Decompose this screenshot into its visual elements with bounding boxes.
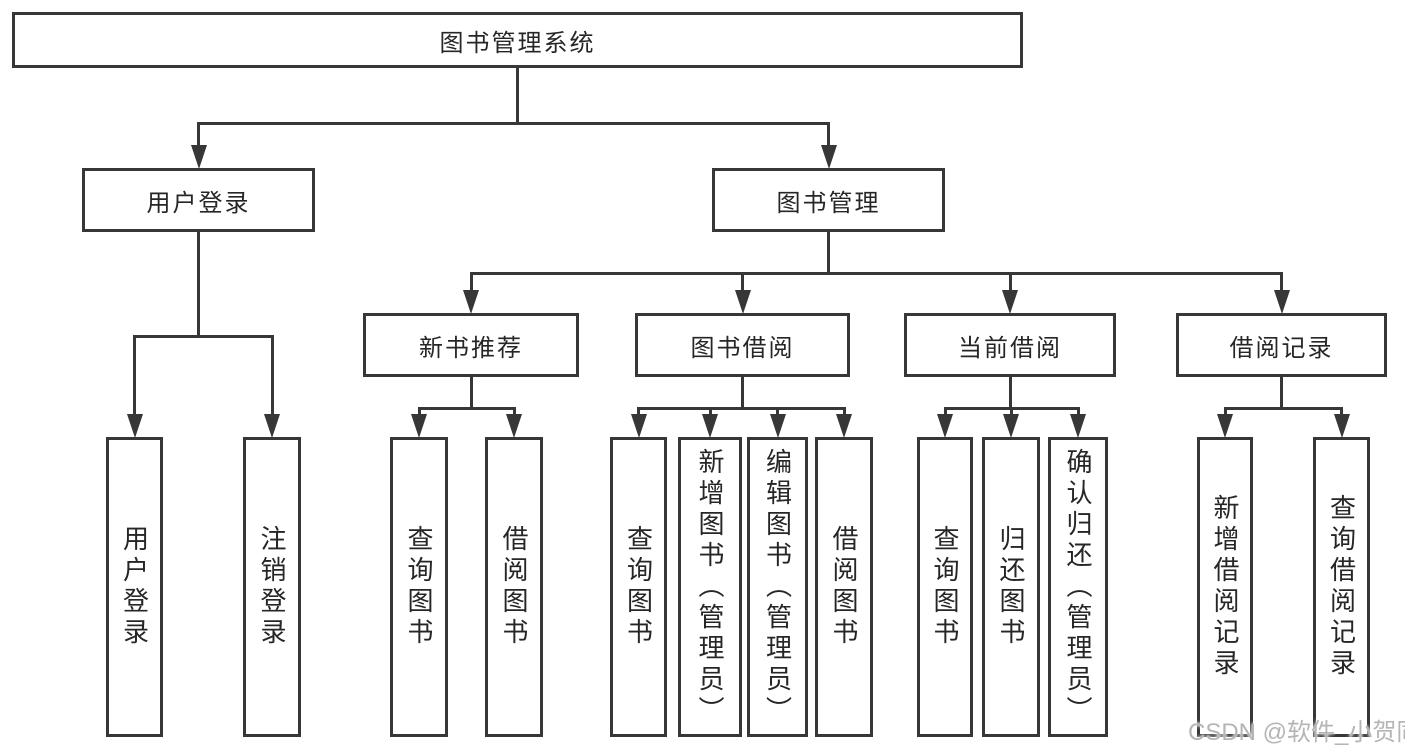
edge-rail xyxy=(133,335,274,338)
arrowhead-icon xyxy=(126,414,143,438)
edge-branch xyxy=(197,122,200,148)
node-leaf-cb-confirm: 确认归还（管理员） xyxy=(1048,437,1108,737)
node-label: 借阅记录 xyxy=(1229,334,1334,362)
edge-stem xyxy=(827,232,830,275)
arrowhead-icon xyxy=(1217,414,1233,438)
edge-stem xyxy=(1008,377,1012,410)
arrowhead-icon xyxy=(836,414,852,438)
arrowhead-icon xyxy=(820,145,837,169)
edge-branch xyxy=(741,272,744,293)
arrowhead-icon xyxy=(411,414,427,438)
node-label: 注销登录 xyxy=(257,525,287,649)
node-new-book-rec: 新书推荐 xyxy=(363,313,579,377)
arrowhead-icon xyxy=(1273,290,1290,314)
edge-stem xyxy=(741,377,744,410)
node-label: 新增图书（管理员） xyxy=(695,447,725,727)
edge-rail xyxy=(197,122,830,125)
arrowhead-icon xyxy=(702,414,718,438)
edge-branch xyxy=(1223,407,1227,417)
node-book-borrow: 图书借阅 xyxy=(635,313,850,377)
node-label: 借阅图书 xyxy=(829,525,859,649)
edge-stem xyxy=(1280,377,1283,410)
node-leaf-logout: 注销登录 xyxy=(243,437,301,737)
node-label: 新书推荐 xyxy=(419,334,523,362)
node-leaf-bb-query: 查询图书 xyxy=(610,437,667,737)
edge-branch xyxy=(637,407,640,417)
node-current-borrow: 当前借阅 xyxy=(904,313,1116,377)
arrowhead-icon xyxy=(630,414,647,438)
node-label: 用户登录 xyxy=(146,189,251,217)
edge-stem xyxy=(469,377,473,410)
node-leaf-user-login: 用户登录 xyxy=(106,437,163,737)
arrowhead-icon xyxy=(1002,290,1018,314)
edge-branch xyxy=(133,335,136,417)
edge-branch xyxy=(827,122,830,148)
edge-branch xyxy=(708,407,712,417)
node-user-login: 用户登录 xyxy=(82,168,315,232)
edge-branch xyxy=(1280,272,1283,293)
node-leaf-cb-return: 归还图书 xyxy=(982,437,1040,737)
edge-branch xyxy=(417,407,421,417)
arrowhead-icon xyxy=(463,290,479,314)
node-label: 新增借阅记录 xyxy=(1210,494,1240,680)
edge-branch xyxy=(1076,407,1080,417)
node-label: 图书借阅 xyxy=(690,334,795,362)
node-leaf-bb-edit: 编辑图书（管理员） xyxy=(747,437,808,737)
node-leaf-br-query: 查询借阅记录 xyxy=(1313,437,1370,737)
arrowhead-icon xyxy=(264,414,280,438)
node-label: 查询图书 xyxy=(404,525,434,649)
node-leaf-bb-add: 新增图书（管理员） xyxy=(678,437,742,737)
edge-branch xyxy=(1009,407,1013,417)
node-leaf-rec-borrow: 借阅图书 xyxy=(485,437,543,737)
node-label: 查询图书 xyxy=(623,525,654,649)
edge-rail xyxy=(417,407,516,410)
arrowhead-icon xyxy=(1070,414,1086,438)
edge-rail xyxy=(469,272,1283,275)
node-root: 图书管理系统 xyxy=(12,12,1023,68)
node-label: 当前借阅 xyxy=(958,334,1062,362)
node-label: 归还图书 xyxy=(996,525,1026,649)
edge-branch xyxy=(1008,272,1012,293)
node-leaf-cb-query: 查询图书 xyxy=(917,437,973,737)
arrowhead-icon xyxy=(1003,414,1019,438)
arrowhead-icon xyxy=(769,414,786,438)
node-label: 图书管理 xyxy=(776,189,881,217)
arrowhead-icon xyxy=(1333,414,1350,438)
edge-branch xyxy=(270,335,274,417)
edge-branch xyxy=(842,407,846,417)
node-leaf-rec-query: 查询图书 xyxy=(390,437,448,737)
arrowhead-icon xyxy=(190,145,207,169)
node-label: 确认归还（管理员） xyxy=(1063,447,1093,727)
edge-rail xyxy=(637,407,846,410)
node-label: 借阅图书 xyxy=(499,525,529,649)
edge-branch xyxy=(1340,407,1343,417)
edge-rail xyxy=(1223,407,1343,410)
node-leaf-br-add: 新增借阅记录 xyxy=(1197,437,1253,737)
edge-branch xyxy=(943,407,947,417)
edge-stem xyxy=(516,68,519,125)
node-label: 用户登录 xyxy=(119,525,150,649)
edge-branch xyxy=(512,407,516,417)
node-label: 查询借阅记录 xyxy=(1326,494,1357,680)
node-book-mgmt: 图书管理 xyxy=(712,168,945,232)
arrowhead-icon xyxy=(937,414,953,438)
arrowhead-icon xyxy=(506,414,522,438)
arrowhead-icon xyxy=(734,290,751,314)
node-label: 编辑图书（管理员） xyxy=(762,447,793,727)
node-borrow-records: 借阅记录 xyxy=(1176,313,1387,377)
node-leaf-bb-borrow: 借阅图书 xyxy=(815,437,873,737)
node-label: 查询图书 xyxy=(930,525,960,649)
edge-branch xyxy=(469,272,473,293)
node-label: 图书管理系统 xyxy=(439,29,596,57)
edge-stem xyxy=(197,232,200,338)
watermark: CSDN @软件_小贺同学 xyxy=(1188,719,1405,746)
edge-branch xyxy=(776,407,779,417)
